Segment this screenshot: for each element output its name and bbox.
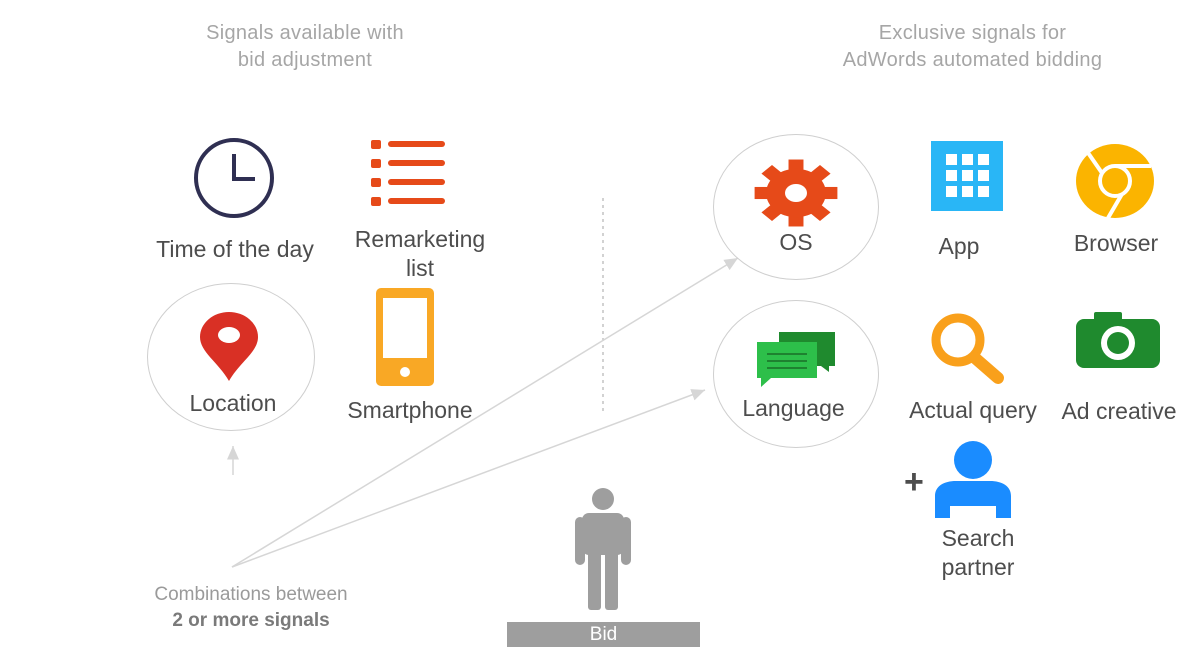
arrow-to-language: [231, 389, 706, 568]
footnote-line-1: Combinations between: [154, 584, 348, 605]
heading-left-line-2: bid adjustment: [237, 49, 373, 71]
clock-icon: [194, 138, 274, 218]
combinations-footnote: Combinations between 2 or more signals: [120, 582, 382, 634]
user-icon: [935, 441, 1011, 518]
heading-right: Exclusive signals for AdWords automated …: [800, 20, 1145, 74]
chrome-browser-icon: [1076, 144, 1154, 220]
signal-label-language: Language: [742, 395, 845, 421]
map-pin-icon: [200, 312, 258, 381]
bid-label: Bid: [589, 624, 618, 645]
heading-right-line-1: Exclusive signals for: [878, 22, 1067, 44]
gear-icon: [754, 159, 838, 227]
signal-label-remarketing: Remarketing list: [320, 225, 520, 283]
signal-label-os: OS: [779, 229, 813, 255]
location-ring: [147, 283, 315, 431]
signal-label-smartphone: Smartphone: [347, 397, 473, 423]
language-ring: [713, 300, 879, 448]
list-icon: [371, 140, 445, 206]
heading-right-line-2: AdWords automated bidding: [842, 49, 1103, 71]
signal-label-location: Location: [189, 390, 277, 416]
partner-line-2: partner: [941, 554, 1015, 580]
bid-bar: Bid: [507, 622, 700, 647]
partner-line-1: Search: [941, 525, 1015, 551]
smartphone-icon: [376, 288, 434, 386]
camera-icon: [1076, 312, 1160, 368]
chat-bubbles-icon: [757, 332, 835, 387]
signal-label-browser: Browser: [1073, 230, 1159, 256]
signal-label-creative: Ad creative: [1061, 398, 1177, 424]
magnifier-icon: [931, 313, 1004, 384]
signal-label-app: App: [938, 233, 980, 259]
heading-left: Signals available with bid adjustment: [160, 20, 450, 74]
person-icon: [575, 488, 631, 610]
heading-left-line-1: Signals available with: [206, 22, 404, 44]
footnote-line-2: 2 or more signals: [172, 610, 330, 631]
signal-label-partner: Search partner: [918, 524, 1038, 582]
signal-label-query: Actual query: [909, 397, 1037, 423]
arrow-to-os: [231, 257, 739, 568]
plus-sign: +: [904, 463, 924, 501]
remarketing-line-2: list: [405, 255, 435, 281]
app-grid-icon: [931, 141, 1003, 211]
signal-label-time: Time of the day: [156, 236, 314, 262]
os-ring: [713, 134, 879, 280]
remarketing-line-1: Remarketing: [354, 226, 486, 252]
